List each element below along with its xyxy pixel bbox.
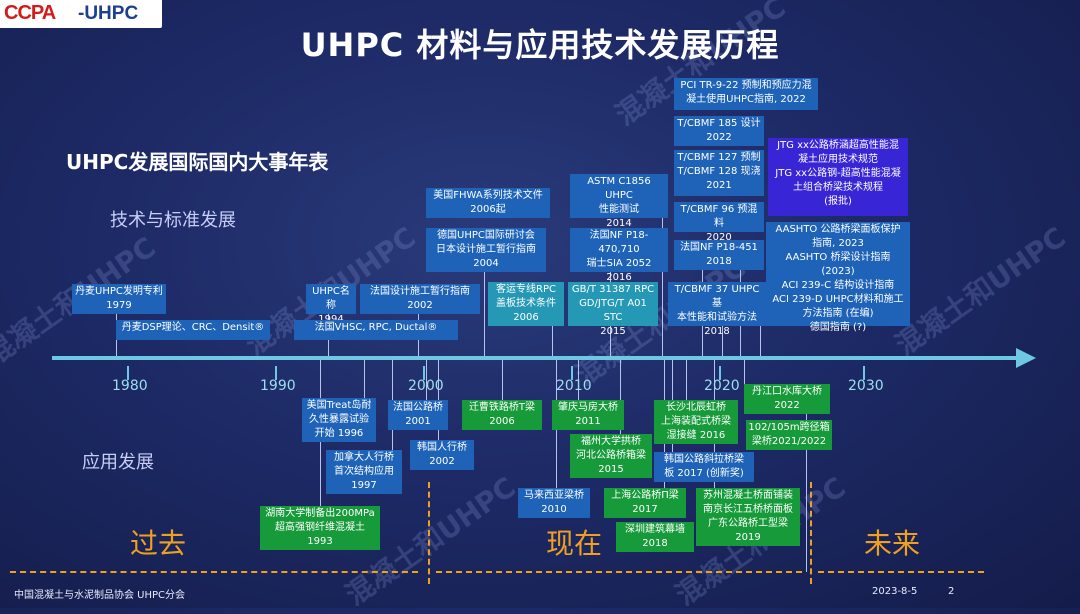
tech-event: T/CBMF 185 设计 2022 [674,116,764,146]
app-event: 深圳建筑幕墙 2018 [616,522,694,552]
tech-event: AASHTO 公路桥梁面板保护 指南, 2023 AASHTO 桥梁设计指南 (… [766,222,910,333]
app-event: 丹江口水库大桥 2022 [744,384,830,414]
tech-event: 法国NF P18-470,710 瑞士SIA 2052 2016 [570,228,668,283]
app-event: 法国公路桥 2001 [388,400,448,430]
app-event: 肇庆马房大桥 2011 [552,400,624,430]
app-event: 苏州混凝土桥面铺装 南京长江五桥桥面板 广东公路桥工型梁 2019 [696,488,800,546]
era-divider-past-present [428,482,430,584]
tech-event: T/CBMF 96 预混料 2020 [674,202,764,243]
app-event: 长沙北辰虹桥 上海装配式桥梁 湿接缝 2016 [654,400,738,444]
axis-year-label: 2020 [704,378,740,394]
connector-line [552,324,553,356]
timeline-subtitle: UHPC发展国际国内大事年表 [66,150,329,174]
connector-line [722,324,723,356]
connector-line [364,360,365,400]
axis-year-label: 2000 [408,378,444,394]
connector-line [578,360,579,400]
axis-tick [127,366,129,380]
app-event: 迁曹铁路桥T梁 2006 [462,400,542,430]
app-event: 马来西亚梁桥 2010 [518,488,590,518]
era-label-present: 现在 [546,527,603,560]
axis-year-label: 2030 [848,378,884,394]
connector-line [620,360,621,434]
tech-event: 德国UHPC国际研讨会 日本设计施工暂行指南 2004 [426,228,546,272]
tech-event: UHPC名称 1994 [306,284,356,325]
footer-organization: 中国混凝土与水泥制品协会 UHPC分会 [14,590,186,601]
era-underline-past [10,571,418,573]
connector-line [662,218,663,356]
tech-event: 客运专线RPC 盖板技术条件 2006 [488,282,564,326]
row-label-app: 应用发展 [82,452,154,473]
axis-tick [719,366,721,380]
app-event: 韩国人行桥 2002 [410,440,474,470]
connector-line [744,360,745,384]
connector-line [502,360,503,400]
tech-event: ASTM C1856 UHPC 性能测试 2014 [570,174,668,229]
watermark: 混凝土和UHPC [889,220,1072,362]
app-event: 福州大学拱桥 河北公路桥箱梁 2015 [570,434,652,478]
era-divider-present-future [810,482,812,584]
footer-date: 2023-8-5 [872,586,918,597]
timeline-arrowhead [1016,348,1036,368]
era-label-past: 过去 [130,527,187,560]
tech-event: GB/T 31387 RPC GD/JTG/T A01 STC 2015 [568,282,658,337]
axis-tick [423,366,425,380]
axis-tick [863,366,865,380]
app-event: 102/105m跨径箱 梁桥2021/2022 [746,420,832,450]
axis-year-label: 1980 [112,378,148,394]
tech-event: PCI TR-9-22 预制和预应力混 凝土使用UHPC指南, 2022 [674,78,818,110]
tech-event: 法国NF P18-451 2018 [674,240,764,270]
logo-uhpc-text: -UHPC [78,3,139,24]
tech-event: T/CBMF 37 UHPC基 本性能和试验方法 2018 [668,282,766,337]
connector-line [426,360,427,400]
connector-line [760,326,761,356]
connector-line [686,360,687,400]
tech-event: 法国设计施工暂行指南 2002 [360,284,480,314]
timeline-axis [52,356,1020,360]
tech-event: 美国FHWA系列技术文件 2006起 [426,188,550,218]
connector-line [484,270,485,356]
slide-title: UHPC 材料与应用技术发展历程 [300,26,780,64]
tech-event: 丹麦UHPC发明专利 1979 [72,284,166,314]
app-event: 加拿大人行桥 首次结构应用 1997 [326,450,402,494]
tech-event: 丹麦DSP理论、CRC、Densit® [116,320,270,340]
tech-event: JTG xx公路桥涵超高性能混 凝土应用技术规范 JTG xx公路钢-超高性能混… [768,138,908,216]
app-event: 美国Treat岛耐 久性暴露试验 开始 1996 [302,398,376,442]
app-event: 韩国公路斜拉桥梁 板 2017 (创新奖) [654,452,754,482]
axis-tick [275,366,277,380]
connector-line [806,410,807,572]
axis-year-label: 2010 [556,378,592,394]
footer-page-number: 2 [948,586,955,597]
era-underline-present [436,571,802,573]
tech-event: T/CBMF 127 预制 T/CBMF 128 现浇 2021 [674,150,764,196]
era-label-future: 未来 [864,527,921,560]
app-event: 上海公路桥Π梁 2017 [604,488,686,518]
axis-year-label: 1990 [260,378,296,394]
axis-tick [571,366,573,380]
era-underline-future [818,571,984,573]
tech-event: 法国VHSC, RPC, Ductal® [294,320,458,340]
ccpa-logo: CCPA -UHPC [0,0,162,28]
row-label-tech: 技术与标准发展 [110,210,236,231]
logo-ccpa-text: CCPA [4,2,56,24]
app-event: 湖南大学制备出200MPa 超高强钢纤维混凝土 1993 [260,506,380,550]
